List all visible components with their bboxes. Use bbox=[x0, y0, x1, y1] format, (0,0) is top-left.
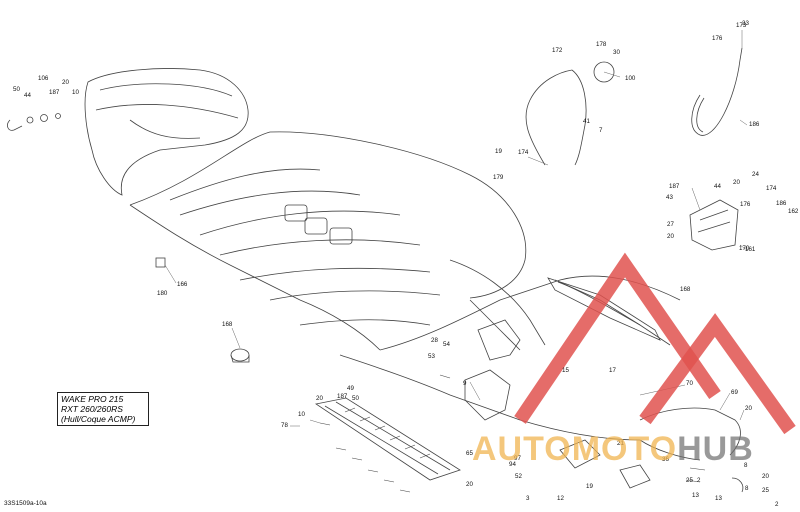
callout-10: 10 bbox=[72, 89, 79, 96]
callout-3: 3 bbox=[526, 495, 530, 502]
callout-19: 19 bbox=[586, 483, 593, 490]
callout-166: 166 bbox=[177, 281, 188, 288]
callout-187: 187 bbox=[669, 183, 680, 190]
callout-36: 36 bbox=[662, 456, 669, 463]
callout-53: 53 bbox=[428, 353, 435, 360]
callout-174: 174 bbox=[518, 149, 529, 156]
callout-19: 19 bbox=[495, 148, 502, 155]
watermark-part-moto: MOTO bbox=[571, 430, 678, 468]
callout-186: 186 bbox=[749, 121, 760, 128]
callout-70: 70 bbox=[686, 380, 693, 387]
callout-170: 170 bbox=[739, 245, 750, 252]
callout-69: 20 bbox=[466, 481, 473, 488]
callout-68: 8 bbox=[745, 485, 749, 492]
callout-9: 9 bbox=[463, 380, 467, 387]
callout-187: 187 bbox=[49, 89, 60, 96]
watermark-text: AUTOMOTOHUB bbox=[472, 430, 754, 469]
callout-28: 28 bbox=[431, 337, 438, 344]
callout-161: 161 bbox=[745, 246, 756, 253]
callout-44: 44 bbox=[714, 183, 721, 190]
callout-168: 168 bbox=[680, 286, 691, 293]
callout-49: 49 bbox=[347, 385, 354, 392]
callout-54: 54 bbox=[443, 341, 450, 348]
callout-67: 13 bbox=[715, 495, 722, 502]
leader-lines bbox=[164, 30, 748, 427]
callout-24: 24 bbox=[752, 171, 759, 178]
callout-2: 2 bbox=[697, 477, 701, 484]
callout-69: 69 bbox=[731, 389, 738, 396]
callout-66: 2 bbox=[775, 501, 779, 508]
model-line-2: RXT 260/260RS bbox=[61, 404, 123, 414]
callout-50: 50 bbox=[13, 86, 20, 93]
callout-180: 180 bbox=[157, 290, 168, 297]
callout-15: 15 bbox=[562, 367, 569, 374]
callout-21: 21 bbox=[617, 440, 624, 447]
callout-162: 162 bbox=[788, 208, 799, 215]
callout-50: 50 bbox=[352, 395, 359, 402]
callout-106: 106 bbox=[38, 75, 49, 82]
callout-173: 173 bbox=[736, 22, 747, 29]
callout-20: 20 bbox=[62, 79, 69, 86]
model-line-1: WAKE PRO 215 bbox=[61, 394, 124, 404]
callout-44: 44 bbox=[24, 92, 31, 99]
callout-7: 7 bbox=[599, 127, 603, 134]
callout-27: 27 bbox=[667, 221, 674, 228]
callout-179: 179 bbox=[493, 174, 504, 181]
watermark-part-hub: HUB bbox=[677, 430, 754, 468]
callout-172: 172 bbox=[552, 47, 563, 54]
callout-97: 97 bbox=[514, 455, 521, 462]
callout-20: 20 bbox=[745, 405, 752, 412]
callout-176: 176 bbox=[712, 35, 723, 42]
callout-187: 187 bbox=[337, 393, 348, 400]
callout-65: 25 bbox=[762, 487, 769, 494]
callout-186: 186 bbox=[776, 200, 787, 207]
document-code: 33S1509a-10a bbox=[4, 500, 47, 507]
callout-176: 176 bbox=[740, 201, 751, 208]
callout-13: 13 bbox=[692, 492, 699, 499]
callout-30: 30 bbox=[613, 49, 620, 56]
callout-65: 65 bbox=[466, 450, 473, 457]
callout-20: 20 bbox=[762, 473, 769, 480]
watermark-logo bbox=[514, 252, 796, 435]
callout-20: 20 bbox=[316, 395, 323, 402]
callout-78: 78 bbox=[281, 422, 288, 429]
callout-20: 20 bbox=[733, 179, 740, 186]
callout-168: 168 bbox=[222, 321, 233, 328]
callout-25: 25 bbox=[686, 477, 693, 484]
callout-43: 43 bbox=[666, 194, 673, 201]
callout-17: 17 bbox=[609, 367, 616, 374]
callout-52: 52 bbox=[515, 473, 522, 480]
callout-41: 41 bbox=[583, 118, 590, 125]
callout-10: 10 bbox=[298, 411, 305, 418]
model-line-3: (Hull/Coque ACMP) bbox=[61, 414, 136, 424]
callout-178: 178 bbox=[596, 41, 607, 48]
callout-33: 33 bbox=[742, 20, 749, 27]
callout-8: 8 bbox=[744, 462, 748, 469]
watermark-part-auto: AUTO bbox=[472, 430, 572, 468]
callout-100: 100 bbox=[625, 75, 636, 82]
model-label-box: WAKE PRO 215 RXT 260/260RS (Hull/Coque A… bbox=[57, 392, 149, 426]
callout-20: 20 bbox=[667, 233, 674, 240]
callout-174: 174 bbox=[766, 185, 777, 192]
callout-94: 94 bbox=[509, 461, 516, 468]
callout-12: 12 bbox=[557, 495, 564, 502]
